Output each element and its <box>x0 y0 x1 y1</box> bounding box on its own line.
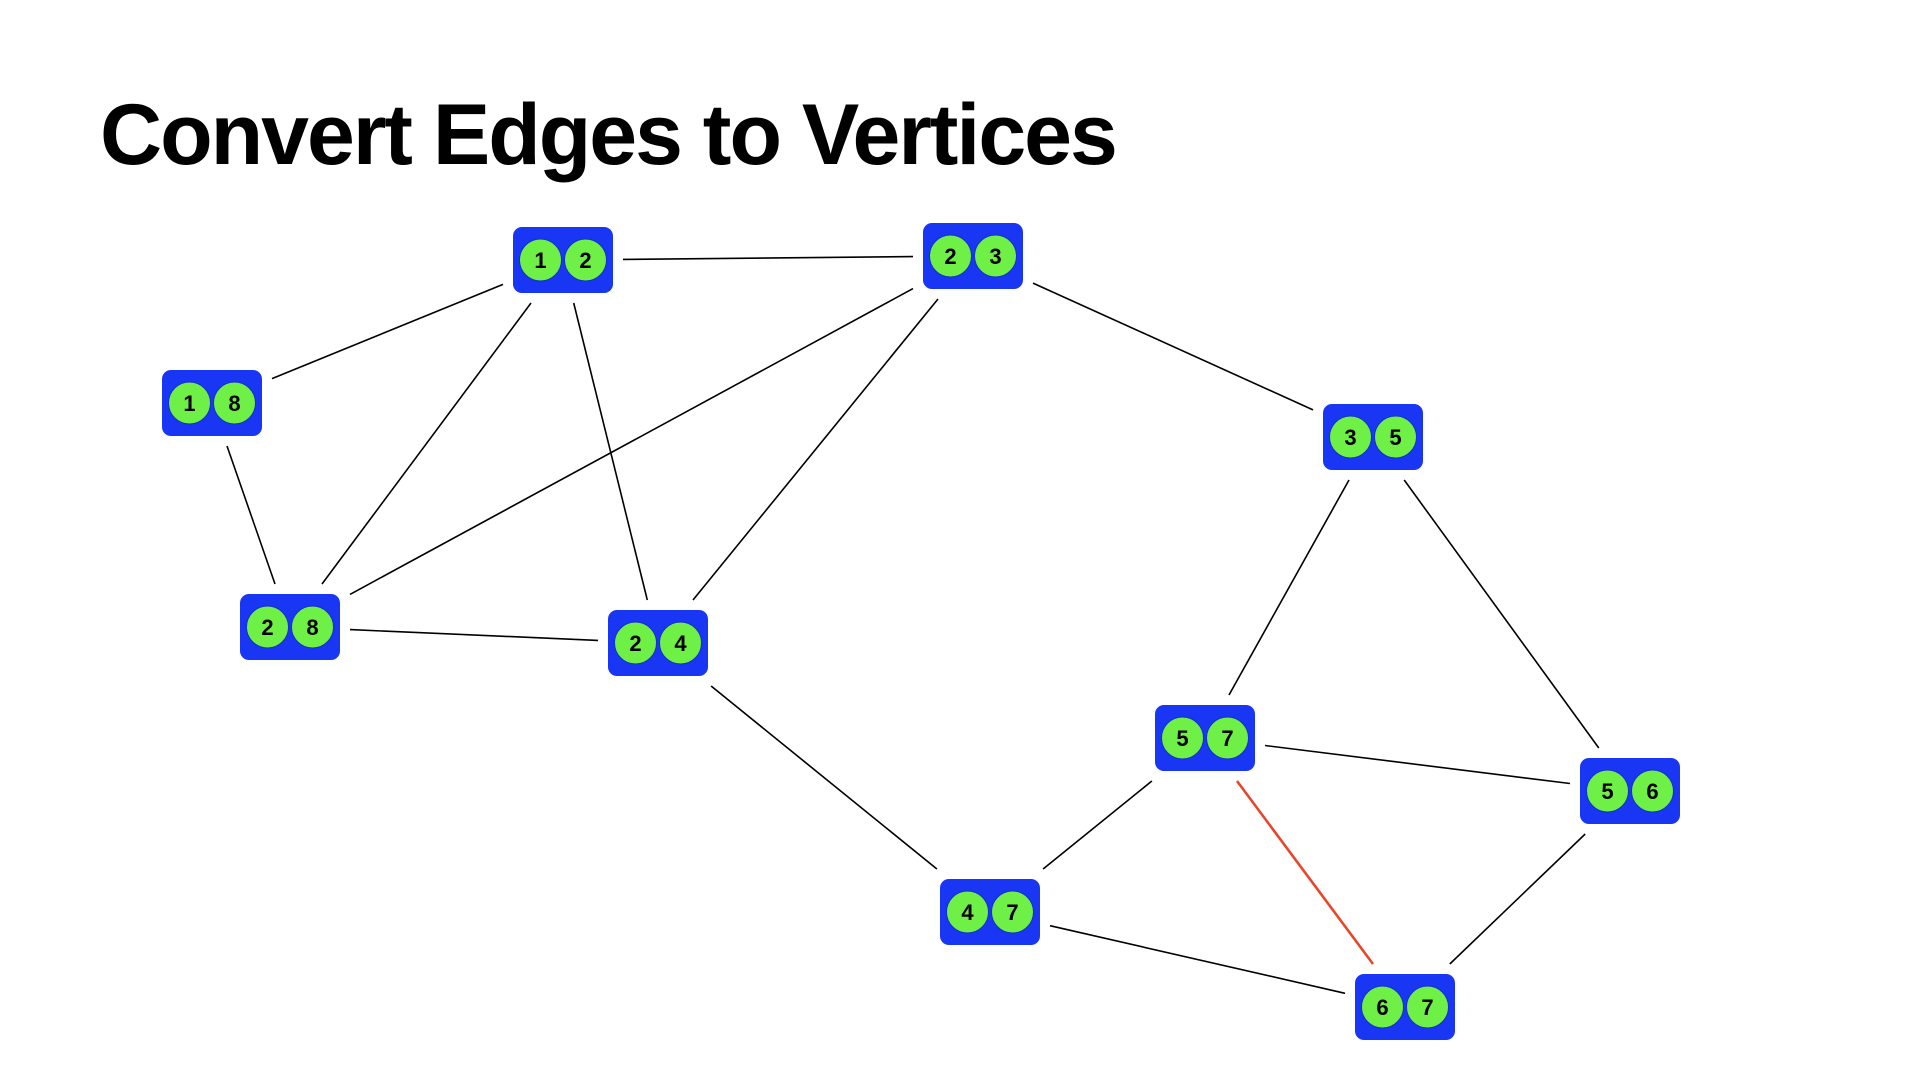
vertex-circle <box>1406 985 1449 1029</box>
slide-title: Convert Edges to Vertices <box>100 87 1118 183</box>
vertex-label: 8 <box>228 391 240 416</box>
vertex-circle <box>213 381 256 425</box>
edge <box>1264 744 1571 785</box>
vertex-circle <box>1361 985 1404 1029</box>
vertex-label: 6 <box>1376 995 1388 1020</box>
vertex-circle <box>564 238 607 282</box>
vertex-label: 4 <box>961 900 974 925</box>
vertex-label: 2 <box>944 244 956 269</box>
edge <box>271 283 504 380</box>
edge <box>349 628 599 642</box>
edge <box>1228 479 1350 696</box>
vertex-label: 3 <box>1344 425 1356 450</box>
vertex-circle <box>168 381 211 425</box>
vertex-label: 1 <box>534 248 546 273</box>
vertex-circle <box>246 605 289 649</box>
edge <box>1049 924 1346 995</box>
edge <box>1042 780 1153 870</box>
vertex-circle <box>291 605 334 649</box>
vertex-circle <box>974 234 1017 278</box>
vertex-label: 7 <box>1421 995 1433 1020</box>
edges-layer <box>226 255 1600 995</box>
edge <box>226 445 276 585</box>
vertex-label: 5 <box>1176 726 1188 751</box>
vertex-label: 2 <box>579 248 591 273</box>
vertex-circle <box>946 890 989 934</box>
edge <box>622 255 914 261</box>
vertex-label: 1 <box>183 391 195 416</box>
vertex-label: 2 <box>629 631 641 656</box>
vertex-label: 5 <box>1389 425 1401 450</box>
edge <box>1403 479 1600 749</box>
edge <box>692 298 939 601</box>
vertex-label: 3 <box>989 244 1001 269</box>
vertex-circle <box>519 238 562 282</box>
vertex-label: 2 <box>261 615 273 640</box>
vertex-circle <box>1374 415 1417 459</box>
vertex-label: 4 <box>674 631 687 656</box>
vertex-circle <box>1161 716 1204 760</box>
vertex-circle <box>1631 769 1674 813</box>
vertex-circle <box>1329 415 1372 459</box>
edge <box>1449 833 1586 965</box>
edge <box>1032 282 1314 411</box>
vertex-label: 7 <box>1006 900 1018 925</box>
vertex-label: 5 <box>1601 779 1613 804</box>
edge <box>572 302 649 601</box>
edge <box>349 287 914 596</box>
vertex-label: 8 <box>306 615 318 640</box>
vertex-label: 6 <box>1646 779 1658 804</box>
edge <box>710 685 938 870</box>
edge <box>321 302 532 585</box>
vertex-circle <box>614 621 657 665</box>
vertex-circle <box>991 890 1034 934</box>
vertex-circle <box>1206 716 1249 760</box>
vertex-circle <box>929 234 972 278</box>
vertex-label: 7 <box>1221 726 1233 751</box>
vertex-circle <box>1586 769 1629 813</box>
vertex-circle <box>659 621 702 665</box>
edge-highlighted <box>1235 780 1375 965</box>
